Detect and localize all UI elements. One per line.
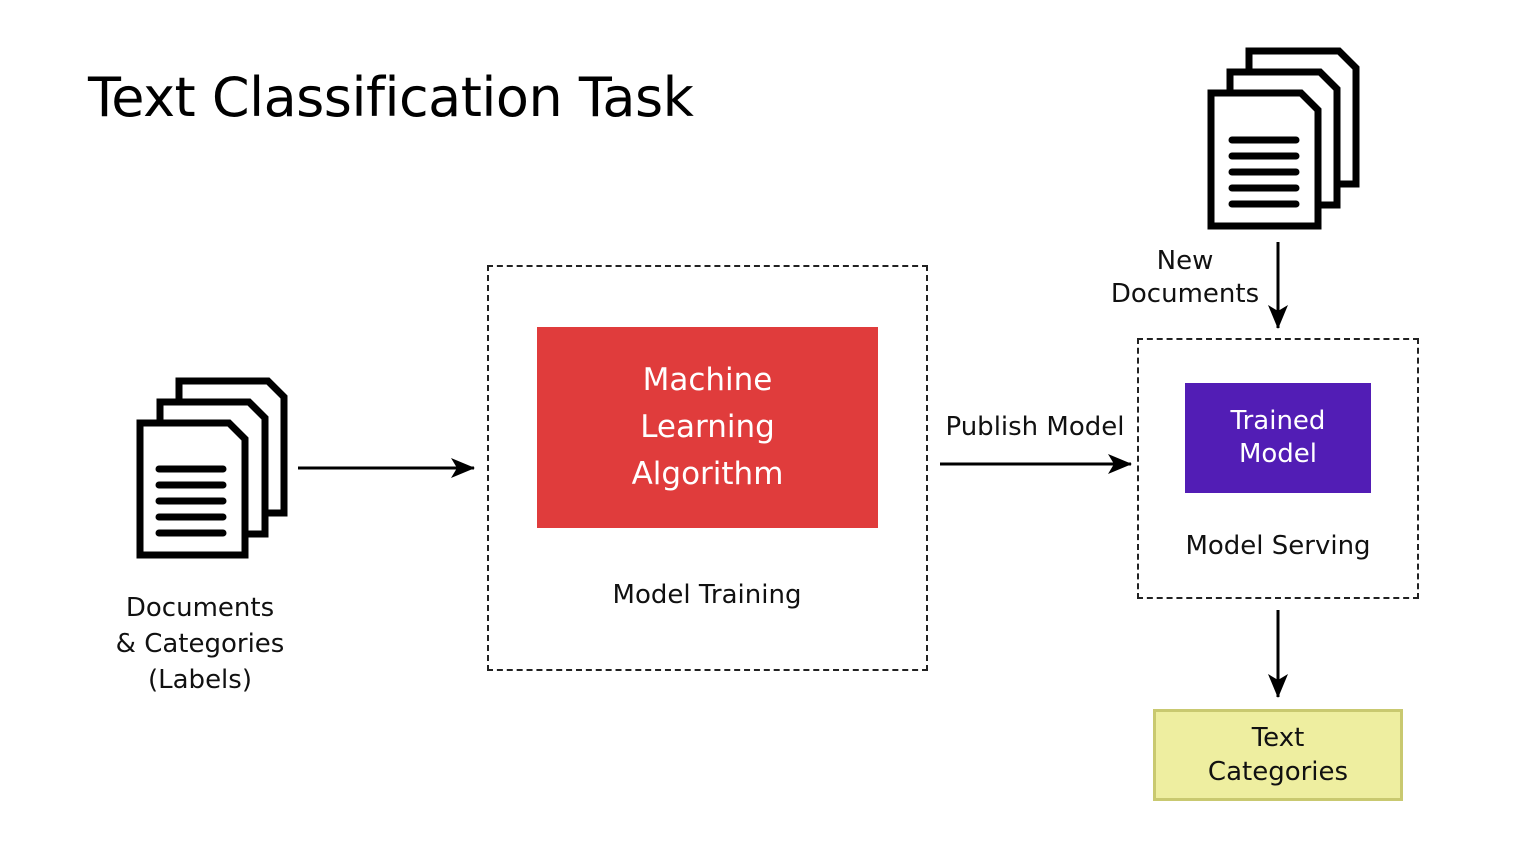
input-label: Documents & Categories (Labels) xyxy=(100,590,300,698)
new-documents-label: New Documents xyxy=(1100,245,1270,311)
text-categories-box: Text Categories xyxy=(1153,709,1403,801)
text-categories-line: Categories xyxy=(1207,757,1349,787)
trained-model-line: Trained xyxy=(1230,406,1326,436)
new-document-stack-icon xyxy=(1207,47,1360,230)
ml-algorithm-line: Machine xyxy=(642,362,773,398)
model-serving-caption: Model Serving xyxy=(1185,531,1371,561)
input-label-line: (Labels) xyxy=(148,665,252,695)
model-training-container xyxy=(487,265,928,671)
ml-algorithm-box: Machine Learning Algorithm xyxy=(537,327,878,528)
trained-model-box: Trained Model xyxy=(1185,383,1371,493)
text-categories-line: Text xyxy=(1251,723,1305,753)
model-training-caption: Model Training xyxy=(612,580,802,610)
input-label-line: & Categories xyxy=(115,629,285,659)
new-documents-line: New xyxy=(1156,246,1214,276)
model-serving-container xyxy=(1137,338,1419,599)
publish-model-label: Publish Model xyxy=(945,412,1125,442)
new-documents-line: Documents xyxy=(1110,279,1260,309)
input-document-stack-icon xyxy=(136,377,288,559)
input-label-line: Documents xyxy=(125,593,275,623)
ml-algorithm-line: Learning xyxy=(640,409,775,445)
ml-algorithm-line: Algorithm xyxy=(631,456,784,492)
trained-model-line: Model xyxy=(1238,439,1318,469)
page-title: Text Classification Task xyxy=(88,66,694,129)
